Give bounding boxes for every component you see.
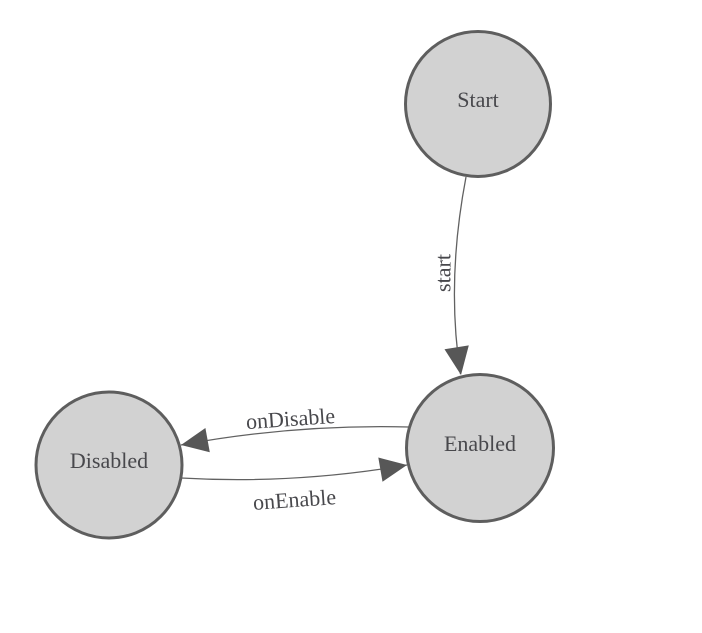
node-start[interactable]: Start xyxy=(404,30,552,178)
edge-line xyxy=(180,425,410,446)
arrowhead-right-icon xyxy=(378,457,407,482)
node-circle[interactable] xyxy=(405,373,555,523)
edge-label-ondisable: onDisable xyxy=(245,403,336,434)
edge-label-start: start xyxy=(431,254,456,292)
node-label-start: Start xyxy=(457,87,499,112)
arrowhead-down-icon xyxy=(444,345,469,375)
arrowhead-left-icon xyxy=(181,428,210,453)
node-circle[interactable] xyxy=(34,390,184,540)
edge-enabled-to-disabled: onDisable xyxy=(180,403,410,453)
node-label-disabled: Disabled xyxy=(70,448,148,473)
edge-disabled-to-enabled: onEnable xyxy=(180,457,408,515)
edge-start-to-enabled: start xyxy=(431,176,469,375)
edge-line xyxy=(180,464,408,481)
edge-line xyxy=(453,176,467,375)
node-circle[interactable] xyxy=(404,30,552,178)
node-disabled[interactable]: Disabled xyxy=(34,390,184,540)
edge-label-onenable: onEnable xyxy=(252,484,337,515)
node-enabled[interactable]: Enabled xyxy=(405,373,555,523)
node-label-enabled: Enabled xyxy=(444,431,516,456)
